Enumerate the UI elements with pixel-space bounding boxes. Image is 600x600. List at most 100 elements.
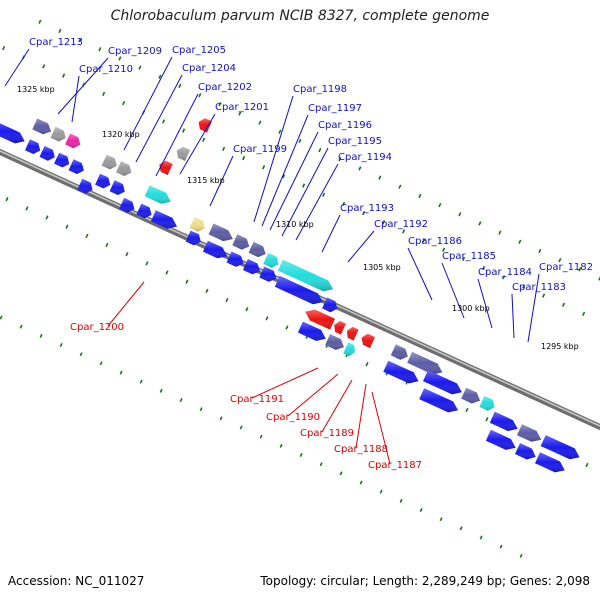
forward-gene-label[interactable]: Cpar_1198 (293, 84, 347, 95)
forward-gene-label[interactable]: Cpar_1213 (29, 37, 83, 48)
reverse-gene-label[interactable]: Cpar_1189 (300, 428, 354, 439)
gene-arrow-shading (540, 435, 580, 460)
tick-dot (159, 388, 163, 393)
gene-arrow-shading (159, 160, 173, 175)
tick-label: 1315 kbp (187, 176, 225, 185)
genome-summary-text: Topology: circular; Length: 2,289,249 bp… (260, 574, 590, 588)
tick-dot (2, 45, 6, 51)
forward-gene-label[interactable]: Cpar_1204 (182, 63, 236, 74)
tick-dot (482, 265, 486, 271)
tick-dot (465, 407, 469, 413)
tick-dot (265, 316, 269, 321)
tick-dot (125, 252, 129, 257)
gene-arrow-shading (150, 210, 177, 229)
forward-gene-label[interactable]: Cpar_1193 (340, 203, 394, 214)
gene-arrow-shading (325, 334, 344, 350)
gene-arrow-shading (535, 452, 565, 473)
tick-dot (299, 453, 303, 457)
gene-arrow-shading (68, 159, 84, 174)
reverse-leader-line (355, 383, 367, 449)
tick-dot (182, 128, 186, 133)
gene-arrow-shading (50, 126, 66, 142)
tick-dot (478, 221, 482, 226)
gene-arrow-shading (263, 253, 279, 268)
tick-dot (205, 288, 209, 294)
gene-arrow-shading (343, 342, 355, 357)
gene-arrow-shading (144, 185, 171, 204)
tick-dot (582, 311, 586, 317)
tick-dot (239, 425, 243, 430)
gene-arrow-shading (248, 241, 266, 258)
reverse-gene-label[interactable]: Cpar_1200 (70, 322, 124, 333)
forward-leader-line (179, 113, 216, 175)
tick-dot (362, 210, 366, 216)
tick-dot (79, 352, 83, 357)
tick-dot (25, 206, 29, 211)
tick-dot (222, 146, 226, 152)
tick-dot (225, 297, 229, 303)
forward-gene-label[interactable]: Cpar_1192 (374, 219, 428, 230)
forward-leader-line (71, 75, 80, 123)
forward-gene-label[interactable]: Cpar_1184 (478, 267, 532, 278)
forward-gene-label[interactable]: Cpar_1197 (308, 103, 362, 114)
gene-arrow-shading (119, 197, 135, 213)
tick-dot (179, 398, 183, 402)
tick-dot (439, 517, 443, 522)
forward-gene-label[interactable]: Cpar_1202 (198, 82, 252, 93)
forward-gene-label[interactable]: Cpar_1209 (108, 46, 162, 57)
tick-label: 1295 kbp (541, 342, 579, 351)
gene-arrow-shading (322, 297, 338, 313)
gene-arrow-shading (198, 118, 212, 133)
forward-gene-label[interactable]: Cpar_1210 (79, 64, 133, 75)
gene-arrow-shading (232, 234, 250, 250)
gene-arrow-shading (32, 118, 52, 135)
tick-dot (102, 91, 106, 97)
forward-leader-line (261, 114, 309, 227)
tick-dot (502, 275, 506, 280)
tick-dot (262, 165, 266, 170)
gene-arrow-shading (0, 123, 25, 144)
tick-dot (518, 239, 522, 244)
tick-dot (122, 100, 126, 106)
forward-gene-label[interactable]: Cpar_1201 (215, 102, 269, 113)
forward-gene-label[interactable]: Cpar_1194 (338, 152, 392, 163)
tick-dot (459, 526, 463, 531)
forward-gene-label[interactable]: Cpar_1183 (512, 282, 566, 293)
tick-dot (302, 183, 306, 188)
forward-leader-line (321, 214, 341, 253)
tick-dot (422, 238, 426, 243)
gene-arrow-shading (489, 411, 518, 431)
tick-dot (485, 417, 489, 422)
gene-arrow-shading (407, 351, 443, 375)
forward-gene-label[interactable]: Cpar_1185 (442, 251, 496, 262)
reverse-gene-label[interactable]: Cpar_1187 (368, 460, 422, 471)
gene-arrow-shading (242, 259, 260, 275)
gene-arrow-shading (176, 146, 191, 161)
gene-arrow-shading (390, 344, 408, 360)
forward-gene-label[interactable]: Cpar_1199 (233, 144, 287, 155)
tick-dot (365, 362, 369, 367)
forward-gene-label[interactable]: Cpar_1195 (328, 136, 382, 147)
tick-label: 1305 kbp (363, 263, 401, 272)
tick-dot (59, 343, 63, 347)
reverse-gene-label[interactable]: Cpar_1191 (230, 394, 284, 405)
tick-dot (378, 175, 382, 180)
tick-dot (85, 233, 89, 239)
forward-gene-label[interactable]: Cpar_1196 (318, 120, 372, 131)
tick-dot (65, 224, 69, 229)
tick-dot (438, 202, 442, 208)
reverse-gene-label[interactable]: Cpar_1190 (266, 412, 320, 423)
forward-gene-label[interactable]: Cpar_1186 (408, 236, 462, 247)
tick-dot (119, 370, 123, 375)
tick-dot (118, 56, 122, 61)
reverse-gene-label[interactable]: Cpar_1188 (334, 444, 388, 455)
forward-gene-label[interactable]: Cpar_1205 (172, 45, 226, 56)
tick-dot (105, 242, 109, 248)
forward-gene-label[interactable]: Cpar_1182 (539, 262, 593, 273)
gene-arrow-shading (65, 133, 81, 149)
tick-dot (178, 83, 182, 89)
tick-dot (165, 270, 169, 275)
gene-arrow-shading (347, 326, 359, 341)
